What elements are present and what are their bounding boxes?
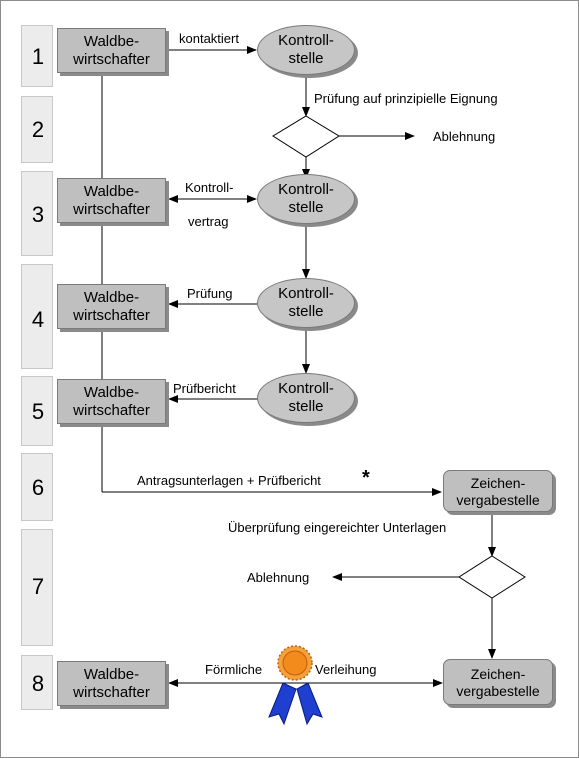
step-6: 6 xyxy=(21,453,53,521)
node-line-2: wirtschafter xyxy=(73,402,150,419)
kontrollstelle-node-1: Kontroll- stelle xyxy=(257,25,355,75)
step-number: 6 xyxy=(31,475,45,500)
node-line-2: wirtschafter xyxy=(73,201,150,218)
step-3: 3 xyxy=(21,171,53,256)
step-7: 7 xyxy=(21,529,53,646)
step-number: 5 xyxy=(31,399,45,424)
node-line-1: Kontroll- xyxy=(278,285,334,302)
step-number: 7 xyxy=(31,574,45,599)
node-line-1: Kontroll- xyxy=(278,32,334,49)
award-rosette-icon xyxy=(268,645,323,726)
node-line-1: Waldbe- xyxy=(83,666,140,683)
node-line-2: vergabestelle xyxy=(456,683,540,699)
node-line-2: wirtschafter xyxy=(73,51,150,68)
step-number: 1 xyxy=(31,44,45,69)
waldbewirtschafter-node-4: Waldbe- wirtschafter xyxy=(57,284,166,329)
node-line-1: Waldbe- xyxy=(83,33,140,50)
label-asterisk: * xyxy=(362,467,370,489)
waldbewirtschafter-node-8: Waldbe- wirtschafter xyxy=(57,661,166,706)
kontrollstelle-node-3: Kontroll- stelle xyxy=(257,174,355,224)
node-line-1: Zeichen- xyxy=(470,475,526,491)
node-line-1: Kontroll- xyxy=(278,380,334,397)
step-number: 4 xyxy=(31,307,45,332)
label-kontaktiert: kontaktiert xyxy=(179,31,239,46)
label-foermliche: Förmliche xyxy=(205,662,263,677)
zeichenvergabestelle-node-8: Zeichen- vergabestelle xyxy=(443,659,553,705)
label-kontrollvertrag-2: vertrag xyxy=(188,214,229,229)
label-pruefbericht: Prüfbericht xyxy=(173,381,236,396)
node-line-2: stelle xyxy=(288,303,324,320)
decision-diamond-2 xyxy=(458,555,526,599)
step-number: 8 xyxy=(31,671,45,696)
node-line-2: stelle xyxy=(288,199,324,216)
label-ablehnung-2: Ablehnung xyxy=(247,570,310,585)
label-verleihung: Verleihung xyxy=(315,662,377,677)
kontrollstelle-node-5: Kontroll- stelle xyxy=(257,373,355,423)
label-ueberpruefung: Überprüfung eingereichter Unterlagen xyxy=(228,520,447,535)
step-8: 8 xyxy=(21,655,53,710)
decision-diamond-1 xyxy=(272,115,340,158)
node-line-1: Waldbe- xyxy=(83,183,140,200)
node-line-1: Kontroll- xyxy=(278,181,334,198)
label-pruefung: Prüfung xyxy=(187,286,233,301)
step-number: 3 xyxy=(31,202,45,227)
waldbewirtschafter-node-5: Waldbe- wirtschafter xyxy=(57,379,166,424)
node-line-1: Zeichen- xyxy=(470,666,526,682)
zeichenvergabestelle-node-6: Zeichen- vergabestelle xyxy=(443,470,553,512)
step-4: 4 xyxy=(21,264,53,369)
step-2: 2 xyxy=(21,96,53,163)
node-line-2: wirtschafter xyxy=(73,684,150,701)
node-line-2: stelle xyxy=(288,50,324,67)
waldbewirtschafter-node-3: Waldbe- wirtschafter xyxy=(57,178,166,223)
step-number: 2 xyxy=(31,117,45,142)
node-line-1: Waldbe- xyxy=(83,384,140,401)
label-pruefung-eignung: Prüfung auf prinzipielle Eignung xyxy=(314,91,498,106)
label-antragsunterlagen: Antragsunterlagen + Prüfbericht xyxy=(137,473,321,488)
node-line-2: stelle xyxy=(288,398,324,415)
waldbewirtschafter-node-1: Waldbe- wirtschafter xyxy=(57,28,166,73)
node-line-2: vergabestelle xyxy=(456,492,540,508)
node-line-1: Waldbe- xyxy=(83,289,140,306)
step-5: 5 xyxy=(21,376,53,446)
label-kontrollvertrag-1: Kontroll- xyxy=(185,180,234,195)
node-line-2: wirtschafter xyxy=(73,307,150,324)
kontrollstelle-node-4: Kontroll- stelle xyxy=(257,278,355,328)
label-ablehnung-1: Ablehnung xyxy=(433,129,496,144)
step-1: 1 xyxy=(21,25,53,87)
